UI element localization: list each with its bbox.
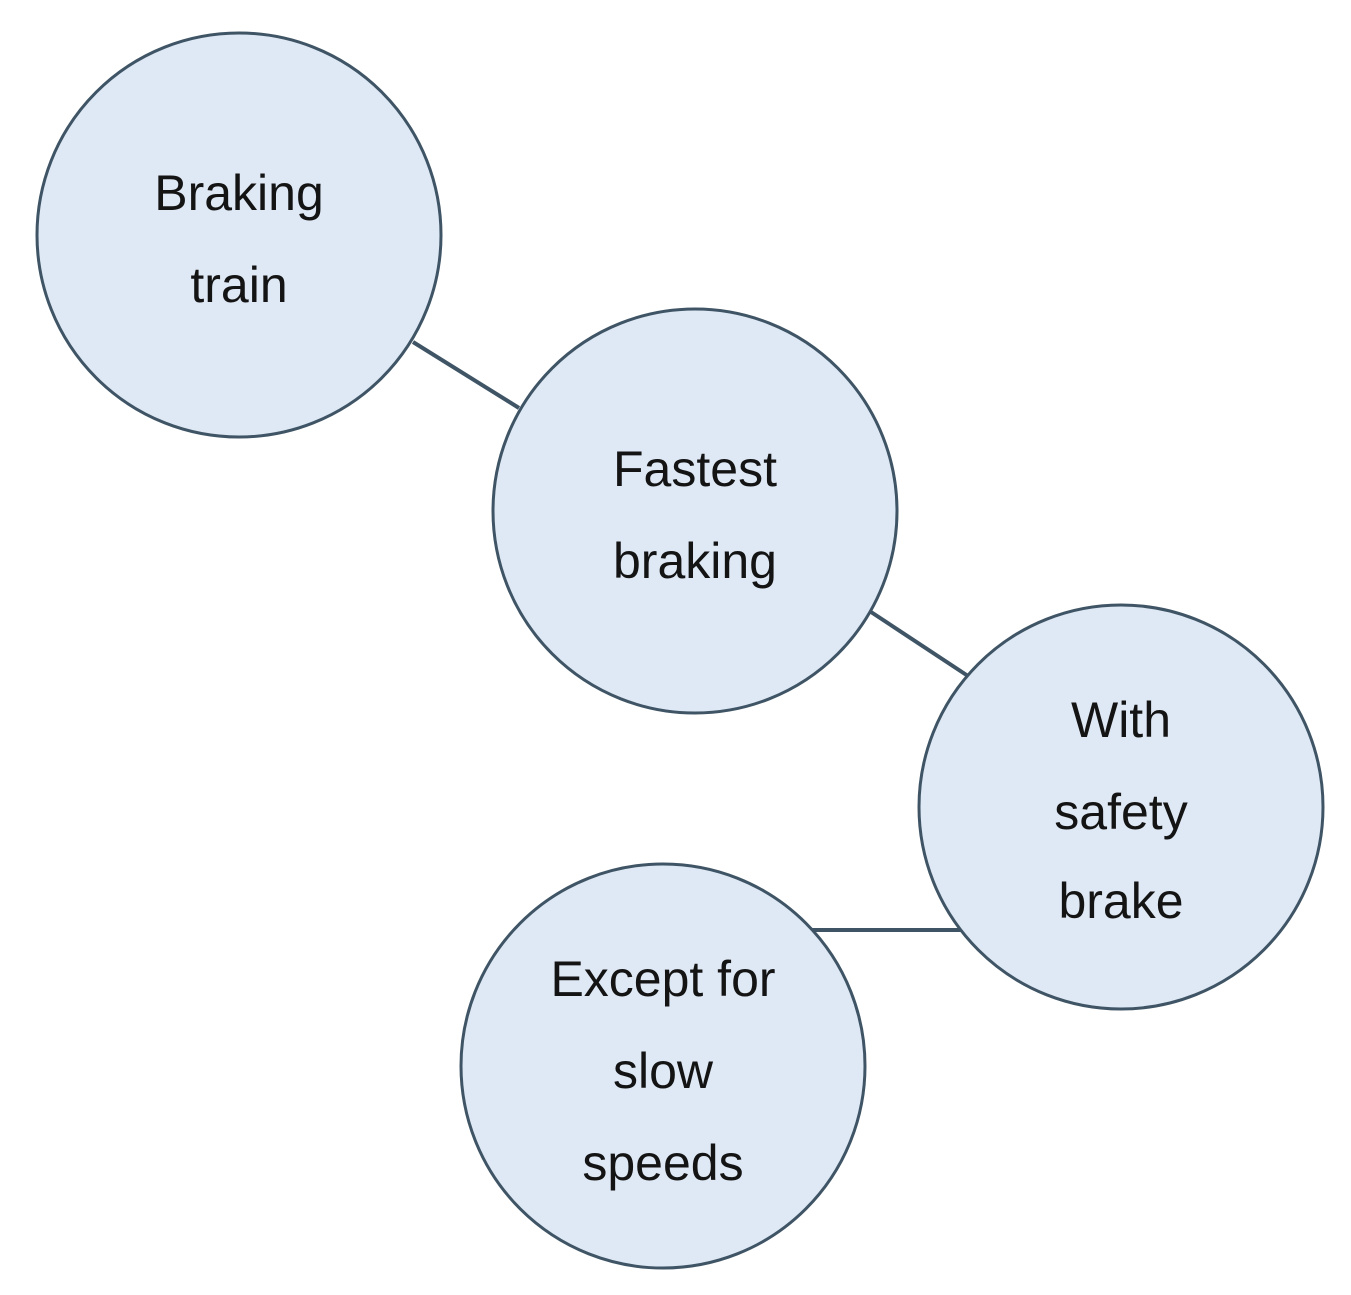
node-circle [459,862,867,1270]
node-braking-train: Braking train [35,31,443,439]
node-circle [917,603,1325,1011]
node-label-line: Fastest [613,441,777,497]
edge-fastest-braking-to-with-safety-brake [869,610,970,678]
node-label-line: speeds [582,1135,743,1191]
node-except-for-slow-speeds: Except for slow speeds [459,862,867,1270]
edge-braking-train-to-fastest-braking [411,340,521,410]
node-label-line: safety [1054,784,1187,840]
node-label-line: With [1071,692,1171,748]
node-circle [35,31,443,439]
node-label-line: slow [613,1043,714,1099]
node-label-line: brake [1058,873,1183,929]
node-with-safety-brake: With safety brake [917,603,1325,1011]
node-label-line: braking [613,533,777,589]
node-label-line: Except for [550,951,775,1007]
node-circle [491,307,899,715]
node-label-line: train [190,257,287,313]
node-fastest-braking: Fastest braking [491,307,899,715]
node-label-line: Braking [154,165,324,221]
